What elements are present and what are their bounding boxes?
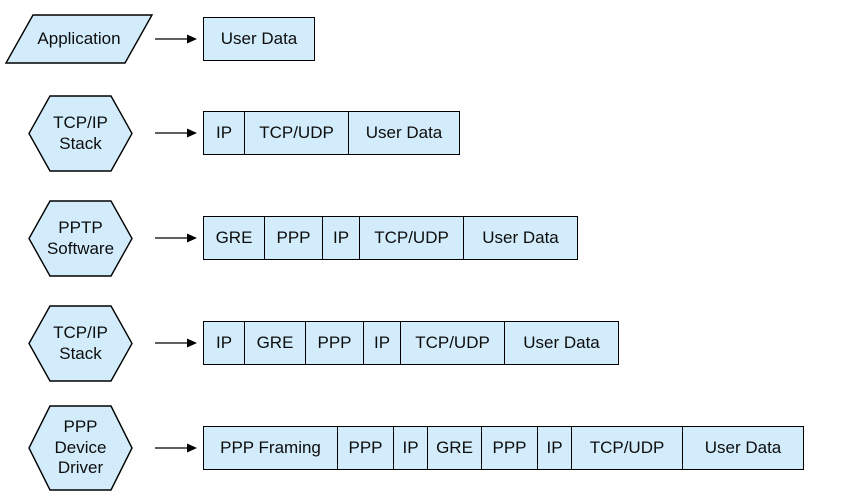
- packet-field: TCP/UDP: [360, 217, 464, 259]
- packet-field: GRE: [204, 217, 265, 259]
- packet-field: IP: [364, 322, 401, 364]
- packet-field: TCP/UDP: [401, 322, 505, 364]
- packet-field: PPP Framing: [204, 427, 338, 469]
- packet-field: User Data: [683, 427, 803, 469]
- right-arrow-icon: [155, 128, 197, 138]
- packet-field: PPP: [482, 427, 538, 469]
- parallelogram-shape: [5, 14, 153, 64]
- right-arrow-icon: [155, 34, 197, 44]
- hexagon-shape: [28, 405, 133, 491]
- right-arrow-icon: [155, 233, 197, 243]
- packet-field: IP: [538, 427, 572, 469]
- hexagon-shape: [28, 200, 133, 277]
- packet-field: IP: [394, 427, 428, 469]
- right-arrow-icon: [155, 338, 197, 348]
- packet-field: User Data: [349, 112, 459, 154]
- packet-field: TCP/UDP: [245, 112, 349, 154]
- packet-field: User Data: [464, 217, 577, 259]
- layer-shape-application: Application: [5, 14, 153, 64]
- packet-field: IP: [323, 217, 360, 259]
- hexagon-shape: [28, 95, 133, 172]
- packet-field: PPP: [306, 322, 364, 364]
- packet-field: PPP: [338, 427, 394, 469]
- packet-field: User Data: [204, 18, 314, 60]
- packet-application: User Data: [203, 17, 315, 61]
- packet-field: GRE: [428, 427, 482, 469]
- right-arrow-icon: [155, 443, 197, 453]
- hexagon-shape: [28, 305, 133, 382]
- packet-field: User Data: [505, 322, 618, 364]
- packet-field: IP: [204, 112, 245, 154]
- packet-field: PPP: [265, 217, 323, 259]
- packet-field: GRE: [245, 322, 306, 364]
- packet-field: TCP/UDP: [572, 427, 683, 469]
- packet-field: IP: [204, 322, 245, 364]
